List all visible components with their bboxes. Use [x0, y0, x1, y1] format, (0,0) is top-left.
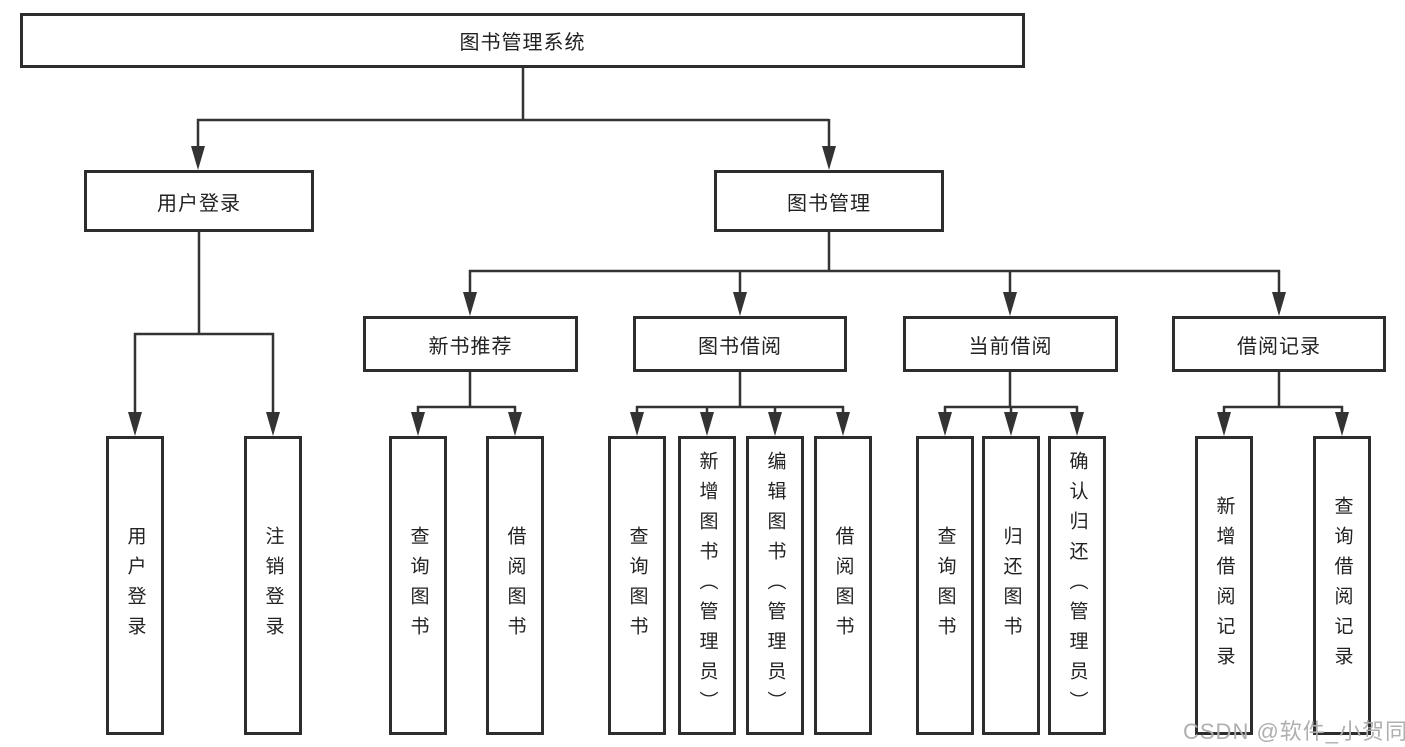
- leaf-user-login-label: 用户登录: [124, 525, 146, 646]
- leaf-newbook-query-books: 查询图书: [389, 436, 447, 735]
- leaf-records-query-record: 查询借阅记录: [1313, 436, 1371, 735]
- connector-root-to-level2: [191, 68, 836, 170]
- connector-book-borrow-to-leaves: [630, 372, 850, 436]
- node-new-book-recommend: 新书推荐: [363, 316, 578, 372]
- connector-current-borrow-to-leaves: [938, 372, 1084, 436]
- node-book-management-label: 图书管理: [787, 192, 871, 215]
- node-current-borrow-label: 当前借阅: [968, 335, 1053, 358]
- leaf-logout-label: 注销登录: [262, 525, 284, 646]
- leaf-records-add-record-label: 新增借阅记录: [1213, 495, 1235, 676]
- leaf-current-return-books-label: 归还图书: [1000, 525, 1022, 646]
- leaf-borrow-borrow-books: 借阅图书: [814, 436, 872, 735]
- leaf-current-query-books: 查询图书: [916, 436, 974, 735]
- leaf-borrow-add-books-admin-label: 新增图书（管理员）: [696, 450, 718, 721]
- leaf-records-query-record-label: 查询借阅记录: [1331, 495, 1353, 676]
- leaf-user-login: 用户登录: [106, 436, 164, 735]
- node-current-borrow: 当前借阅: [903, 316, 1118, 372]
- leaf-current-confirm-return-admin: 确认归还（管理员）: [1048, 436, 1106, 735]
- connector-borrow-records-to-leaves: [1217, 372, 1349, 436]
- connector-book-management-to-level3: [463, 232, 1286, 316]
- leaf-current-query-books-label: 查询图书: [934, 525, 956, 646]
- node-book-borrow: 图书借阅: [633, 316, 847, 372]
- leaf-borrow-edit-books-admin-label: 编辑图书（管理员）: [764, 450, 786, 721]
- node-user-login: 用户登录: [84, 170, 314, 232]
- node-root-label: 图书管理系统: [459, 32, 586, 54]
- node-borrow-records-label: 借阅记录: [1237, 335, 1321, 358]
- leaf-records-add-record: 新增借阅记录: [1195, 436, 1253, 735]
- node-borrow-records: 借阅记录: [1172, 316, 1386, 372]
- node-book-borrow-label: 图书借阅: [698, 335, 782, 358]
- leaf-newbook-query-books-label: 查询图书: [407, 525, 429, 646]
- leaf-borrow-add-books-admin: 新增图书（管理员）: [678, 436, 736, 735]
- csdn-watermark: CSDN @软件_小贺同学: [1183, 719, 1405, 744]
- node-book-management: 图书管理: [714, 170, 944, 232]
- connector-new-book-recommend-to-leaves: [411, 372, 522, 436]
- node-user-login-label: 用户登录: [157, 192, 241, 215]
- leaf-current-return-books: 归还图书: [982, 436, 1040, 735]
- node-new-book-recommend-label: 新书推荐: [428, 335, 513, 358]
- leaf-borrow-query-books-label: 查询图书: [626, 525, 648, 646]
- leaf-borrow-query-books: 查询图书: [608, 436, 666, 735]
- node-root: 图书管理系统: [20, 13, 1025, 68]
- leaf-logout: 注销登录: [244, 436, 302, 735]
- leaf-current-confirm-return-admin-label: 确认归还（管理员）: [1066, 450, 1088, 721]
- leaf-borrow-edit-books-admin: 编辑图书（管理员）: [746, 436, 804, 735]
- connector-user-login-to-leaves: [128, 232, 280, 436]
- leaf-borrow-borrow-books-label: 借阅图书: [832, 525, 854, 646]
- leaf-newbook-borrow-books-label: 借阅图书: [504, 525, 526, 646]
- leaf-newbook-borrow-books: 借阅图书: [486, 436, 544, 735]
